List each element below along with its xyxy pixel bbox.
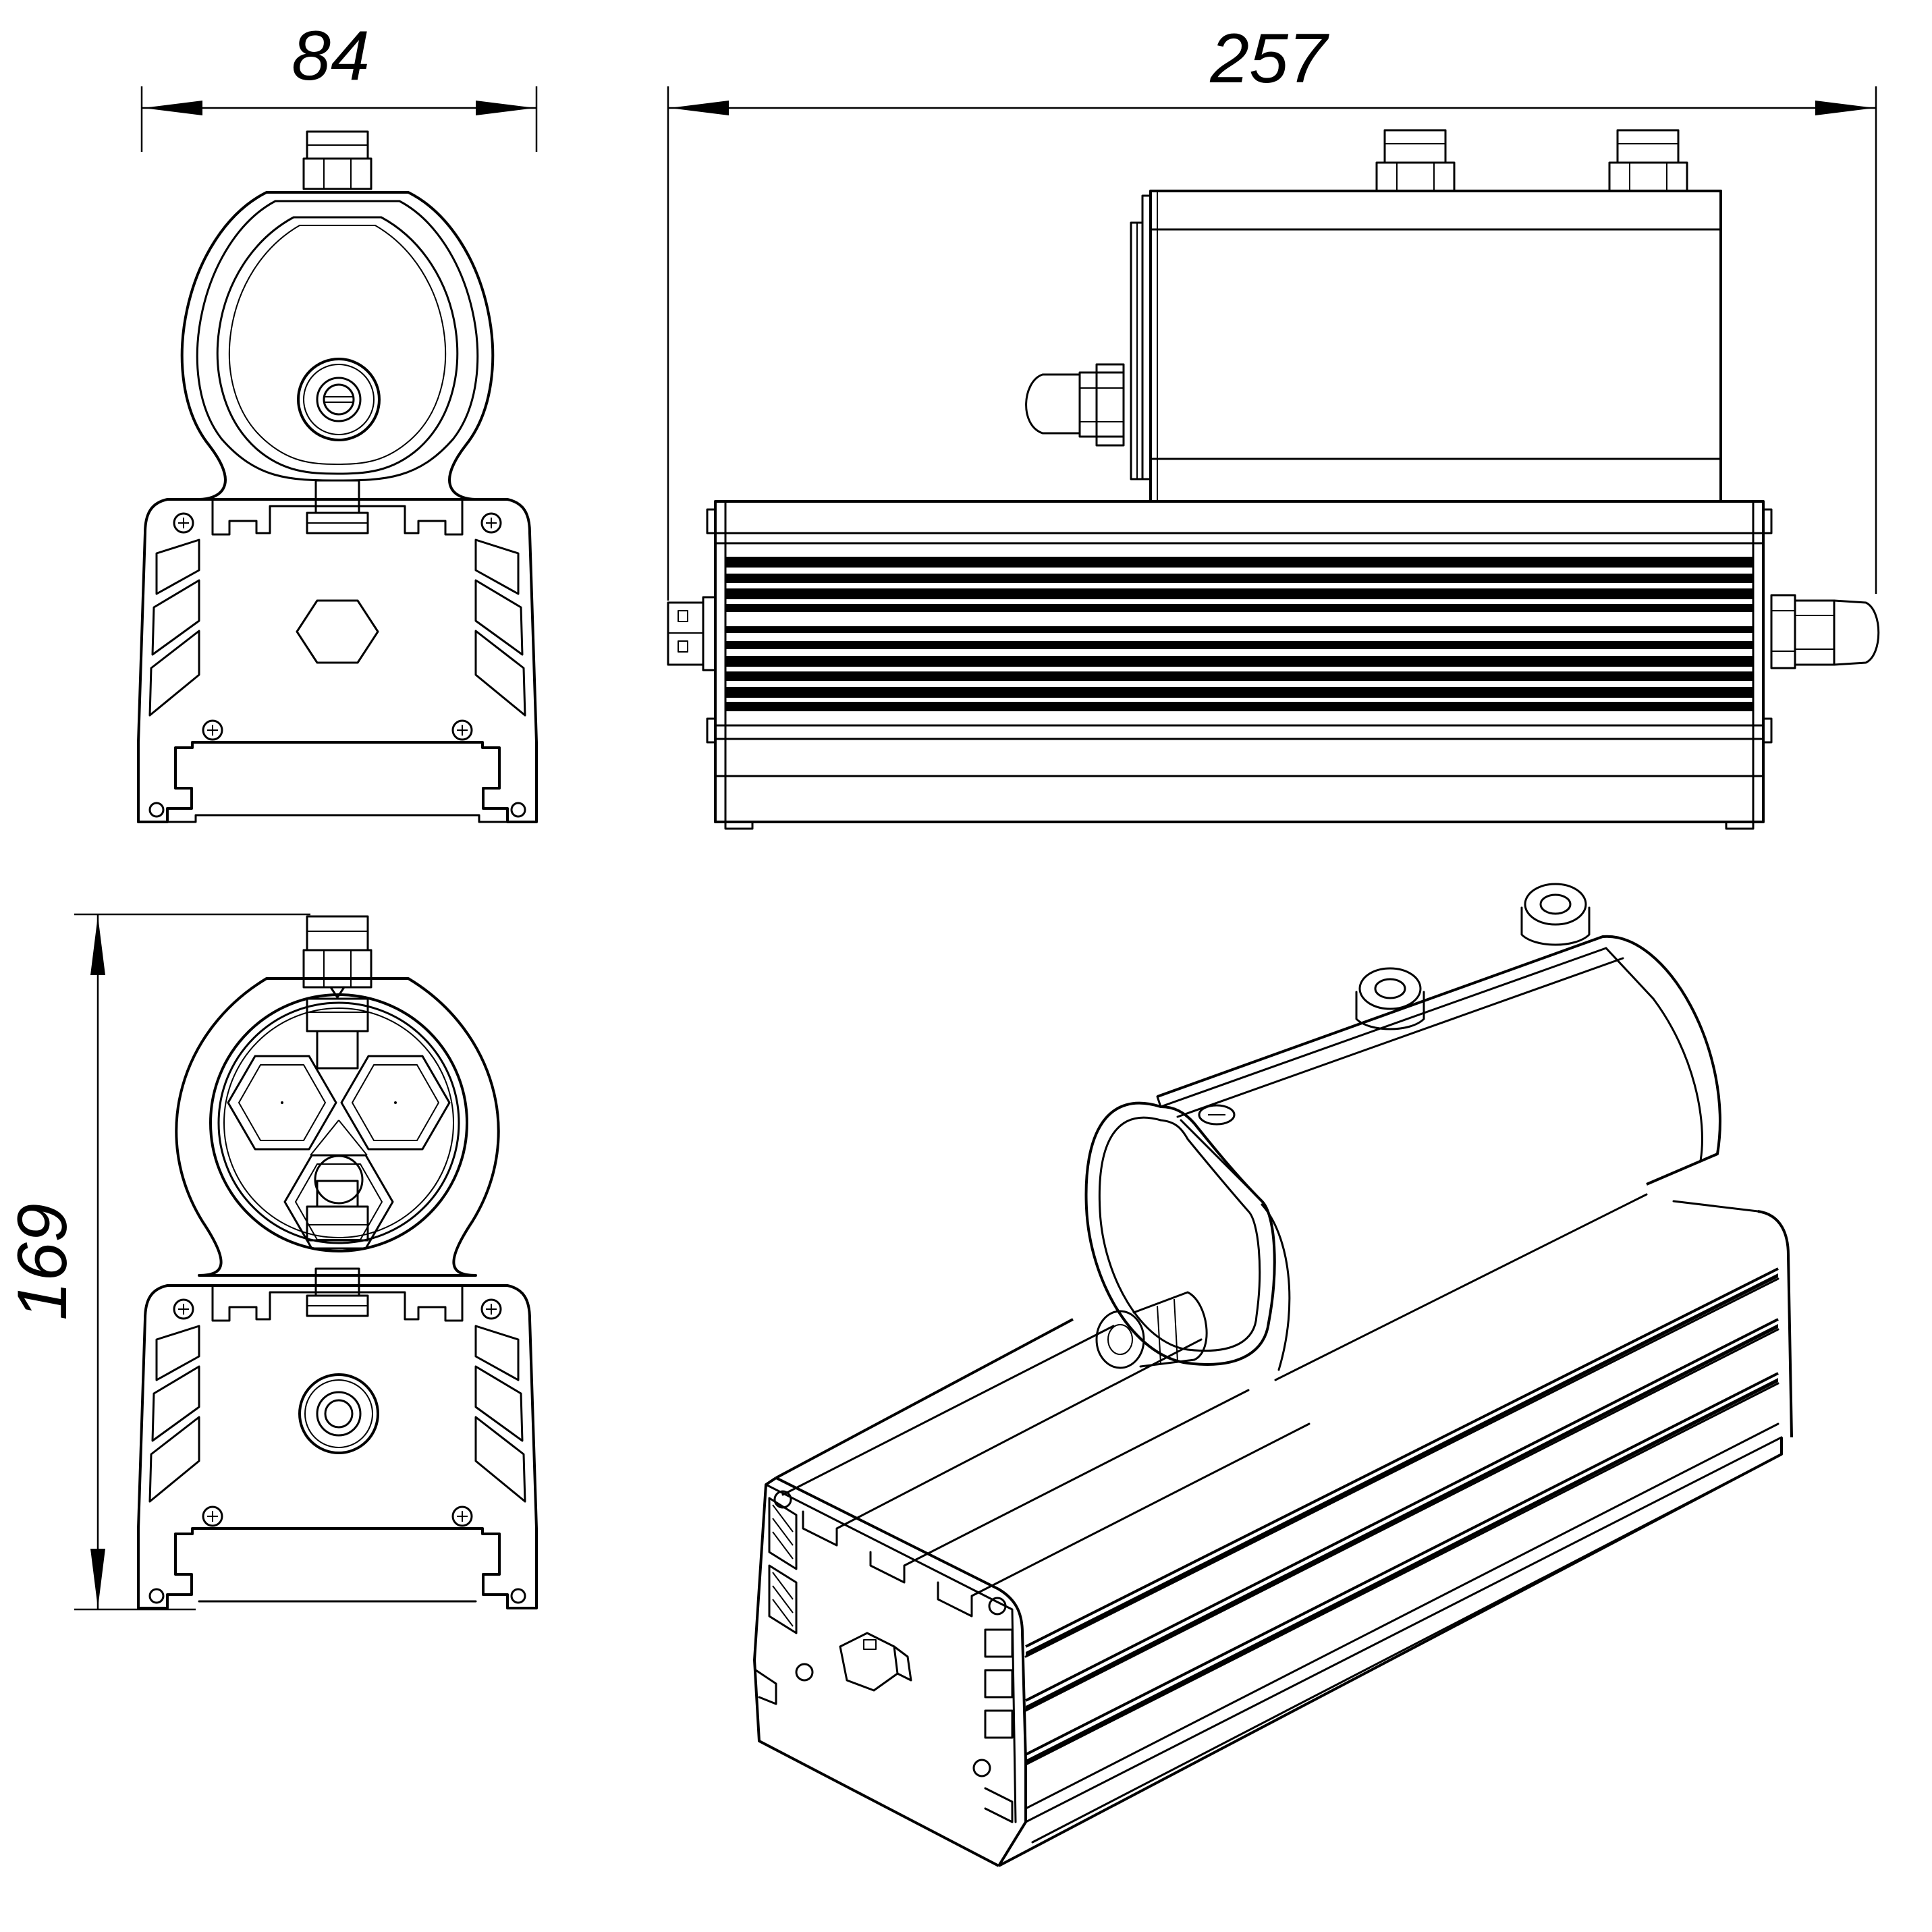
cable-gland-side: [1025, 363, 1125, 447]
driver-housing: [1130, 190, 1722, 503]
dimension-length-label: 257: [1209, 20, 1330, 98]
hex-lens: [283, 1154, 394, 1250]
screw: [173, 512, 194, 534]
isometric-view: [753, 883, 1793, 1867]
screw: [480, 512, 502, 534]
cap-outline: [175, 977, 500, 1277]
dimension-width-label: 84: [292, 17, 370, 95]
dimension-length: 257: [667, 20, 1877, 601]
cap-outline: [180, 191, 495, 501]
screw: [202, 1506, 223, 1527]
screw: [480, 1298, 502, 1320]
dimension-width: 84: [140, 17, 538, 152]
heatsink-side: [706, 500, 1773, 830]
hex-lens: [340, 1055, 451, 1151]
screw: [451, 719, 473, 741]
end-view-front: [137, 915, 538, 1609]
heatsink-profile: [137, 498, 538, 823]
terminal-block: [667, 596, 717, 671]
hex-lens: [227, 1055, 337, 1151]
screw: [173, 1298, 194, 1320]
end-view-rear: [137, 130, 538, 823]
top-nut: [1608, 129, 1688, 192]
top-nut: [1375, 129, 1456, 192]
screw: [1198, 1104, 1236, 1126]
driver-housing-iso: [1084, 883, 1721, 1381]
cable-gland-front-iso: [839, 1632, 912, 1692]
center-hex: [296, 599, 379, 664]
top-nut: [302, 130, 372, 190]
dimension-height: 169: [3, 913, 310, 1611]
cable-gland-top: [297, 358, 381, 441]
heatsink-iso: [753, 1200, 1793, 1867]
cable-gland-front: [298, 1373, 379, 1454]
dimension-height-label: 169: [3, 1203, 82, 1321]
top-nut: [1520, 883, 1591, 946]
top-nut: [302, 915, 372, 999]
heatsink-profile: [137, 1284, 538, 1609]
cable-gland-right: [1770, 594, 1880, 669]
screw: [451, 1506, 473, 1527]
top-nut: [1355, 967, 1425, 1030]
screw: [202, 719, 223, 741]
cap-window: [216, 216, 459, 475]
cable-gland-iso: [1095, 1291, 1208, 1369]
lens-ring: [209, 993, 468, 1252]
side-view: [667, 129, 1880, 830]
